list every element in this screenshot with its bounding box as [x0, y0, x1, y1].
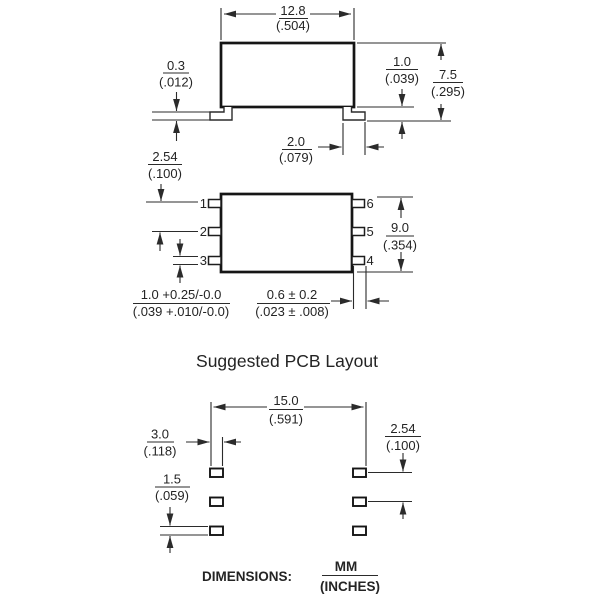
pin-6-label: 6 — [367, 196, 374, 211]
dim-pitch-mm: 2.54 — [152, 149, 177, 164]
dim-lead-thk-in: (.023 ± .008) — [255, 304, 329, 319]
pcb-layout-figure: 15.0 (.591) 3.0 (.118) 2.54 (.100) 1.5 ( — [144, 393, 421, 553]
dim-pad-pitch-in: (.100) — [386, 438, 420, 453]
pin-2-label: 2 — [200, 224, 207, 239]
dim-foot-length: 2.0 (.079) — [279, 122, 384, 165]
top-view-figure: 1 2 3 6 5 4 9.0 (.354) — [133, 192, 417, 319]
unit-inches-label: (INCHES) — [320, 579, 380, 594]
dim-body-depth-mm: 9.0 — [391, 220, 409, 235]
dim-lead-thickness: 0.3 (.012) — [152, 58, 210, 141]
dim-lead-thickness-mm: 0.3 — [167, 58, 185, 73]
pin-5 — [351, 226, 366, 237]
dim-standoff-in: (.039) — [385, 71, 419, 86]
pin-3-label: 3 — [200, 253, 207, 268]
dimensions-label: DIMENSIONS: — [202, 569, 292, 584]
right-lead — [342, 107, 366, 121]
pad-right-2 — [352, 496, 367, 507]
dim-pad-height-mm: 1.5 — [163, 472, 181, 487]
dimensions-footer: DIMENSIONS: MM (INCHES) — [202, 559, 380, 594]
dim-lead-thk: 0.6 ± 0.2 (.023 ± .008) — [255, 266, 389, 319]
dim-pad-span-in: (.591) — [269, 412, 303, 427]
dim-pitch-in: (.100) — [148, 166, 182, 181]
dim-lead-thickness-in: (.012) — [159, 75, 193, 90]
package-body-top — [219, 192, 354, 274]
pad-left-2 — [209, 496, 224, 507]
dim-pad-width-mm: 3.0 — [151, 427, 169, 442]
dim-pad-width: 3.0 (.118) — [144, 427, 241, 459]
dim-body-width-mm: 12.8 — [280, 3, 305, 18]
pin-1 — [207, 198, 222, 209]
pad-left-3 — [209, 525, 224, 536]
dim-body-width-in: (.504) — [276, 18, 310, 33]
pcb-layout-title: Suggested PCB Layout — [196, 351, 378, 371]
dim-lead-width-label: 1.0 +0.25/-0.0 (.039 +.010/-0.0) — [133, 287, 230, 319]
dim-lead-width-mm: 1.0 +0.25/-0.0 — [141, 287, 222, 302]
dim-lead-width-refs — [152, 230, 198, 283]
dim-height-mm: 7.5 — [439, 67, 457, 82]
dim-lead-width-in: (.039 +.010/-0.0) — [133, 304, 229, 319]
dim-pad-height: 1.5 (.059) — [155, 472, 208, 553]
pin-3 — [207, 255, 222, 266]
dim-pad-span: 15.0 (.591) — [210, 393, 367, 466]
dim-body-depth-in: (.354) — [383, 238, 417, 253]
pin-6 — [351, 198, 366, 209]
unit-mm-label: MM — [335, 559, 358, 574]
pin-4 — [351, 255, 366, 266]
dim-body-width: 12.8 (.504) — [220, 3, 355, 40]
dim-height-in: (.295) — [431, 84, 465, 99]
dim-body-depth: 9.0 (.354) — [357, 196, 417, 273]
pin-2 — [207, 226, 222, 237]
dim-standoff-mm: 1.0 — [393, 54, 411, 69]
dim-pad-height-in: (.059) — [155, 488, 189, 503]
dim-pad-width-in: (.118) — [144, 444, 177, 459]
pad-right-3 — [352, 525, 367, 536]
dim-pad-span-mm: 15.0 — [273, 393, 298, 408]
dim-pad-pitch: 2.54 (.100) — [368, 421, 421, 519]
dim-pad-pitch-mm: 2.54 — [390, 421, 415, 436]
dim-lead-thk-mm: 0.6 ± 0.2 — [267, 287, 318, 302]
dim-pitch: 2.54 (.100) — [146, 149, 198, 203]
side-view-figure: 12.8 (.504) 0.3 (.012) 1.0 (.039) 7.5 — [146, 3, 465, 203]
pin-4-label: 4 — [367, 253, 374, 268]
pad-left-1 — [209, 467, 224, 478]
left-lead — [209, 107, 233, 121]
pad-right-1 — [352, 467, 367, 478]
package-body-side — [219, 41, 356, 109]
dim-foot-in: (.079) — [279, 150, 313, 165]
dim-standoff-and-height: 1.0 (.039) 7.5 (.295) — [357, 42, 465, 139]
pin-5-label: 5 — [367, 224, 374, 239]
dim-foot-mm: 2.0 — [287, 134, 305, 149]
pin-1-label: 1 — [200, 196, 207, 211]
